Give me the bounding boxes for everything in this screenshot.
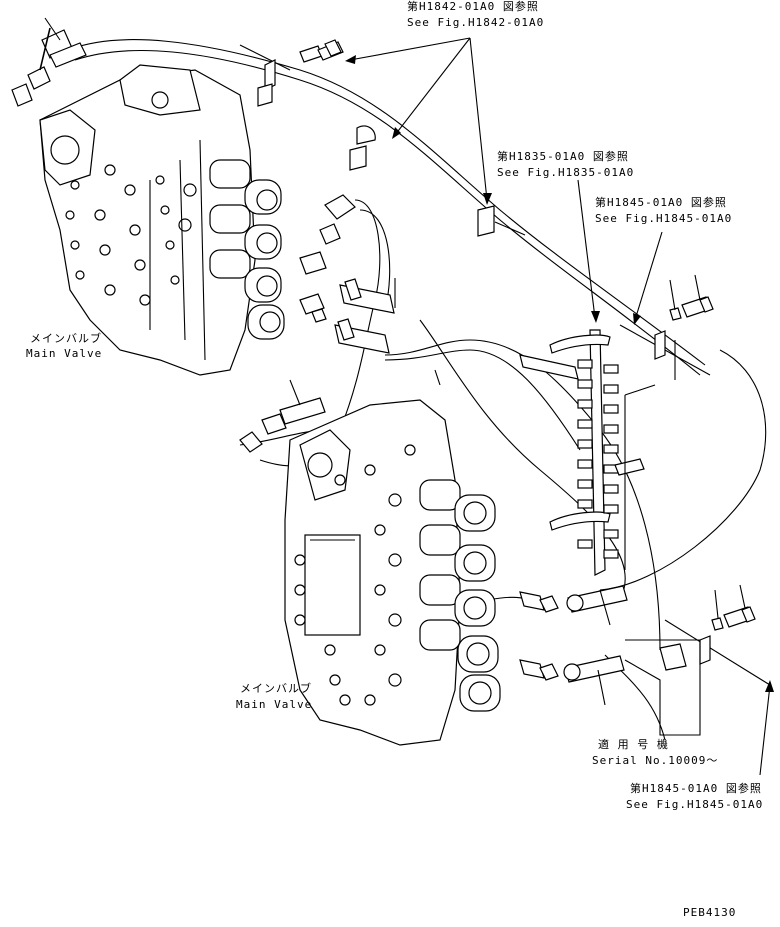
main-valve-2-label-jp: メインバルブ <box>240 682 312 695</box>
callout-h1845-top-jp: 第H1845-01A0 図参照 <box>595 196 727 209</box>
main-valve-1-body <box>39 64 285 376</box>
drawing-code: PEB4130 <box>683 906 737 919</box>
hose-manifold <box>519 329 656 576</box>
callout-h1845-bottom-en: See Fig.H1845-01A0 <box>626 798 764 811</box>
callout-h1845-top-en: See Fig.H1845-01A0 <box>595 212 733 225</box>
callout-h1845-bottom-jp: 第H1845-01A0 図参照 <box>630 782 762 795</box>
serial-label-en: Serial No.10009～ <box>592 754 719 767</box>
serial-label-jp: 適 用 号 機 <box>598 738 669 751</box>
main-valve-2-body <box>284 399 501 746</box>
callout-h1835-jp: 第H1835-01A0 図参照 <box>497 150 629 163</box>
main-valve-2-fittings <box>239 397 628 683</box>
callout-h1842-en: See Fig.H1842-01A0 <box>407 16 545 29</box>
top-left-fittings <box>11 27 87 107</box>
part-ticks <box>44 17 746 706</box>
main-valve-1-fittings <box>299 194 395 354</box>
leader-lines <box>345 37 774 776</box>
right-clamps <box>619 296 771 736</box>
callout-h1835-en: See Fig.H1835-01A0 <box>497 166 635 179</box>
main-valve-1-label-en: Main Valve <box>26 347 103 360</box>
upper-clamps <box>239 39 526 237</box>
main-valve-1-label-jp: メインバルブ <box>30 332 102 345</box>
callout-h1842-jp: 第H1842-01A0 図参照 <box>407 0 539 13</box>
main-valve-2-label-en: Main Valve <box>236 698 313 711</box>
